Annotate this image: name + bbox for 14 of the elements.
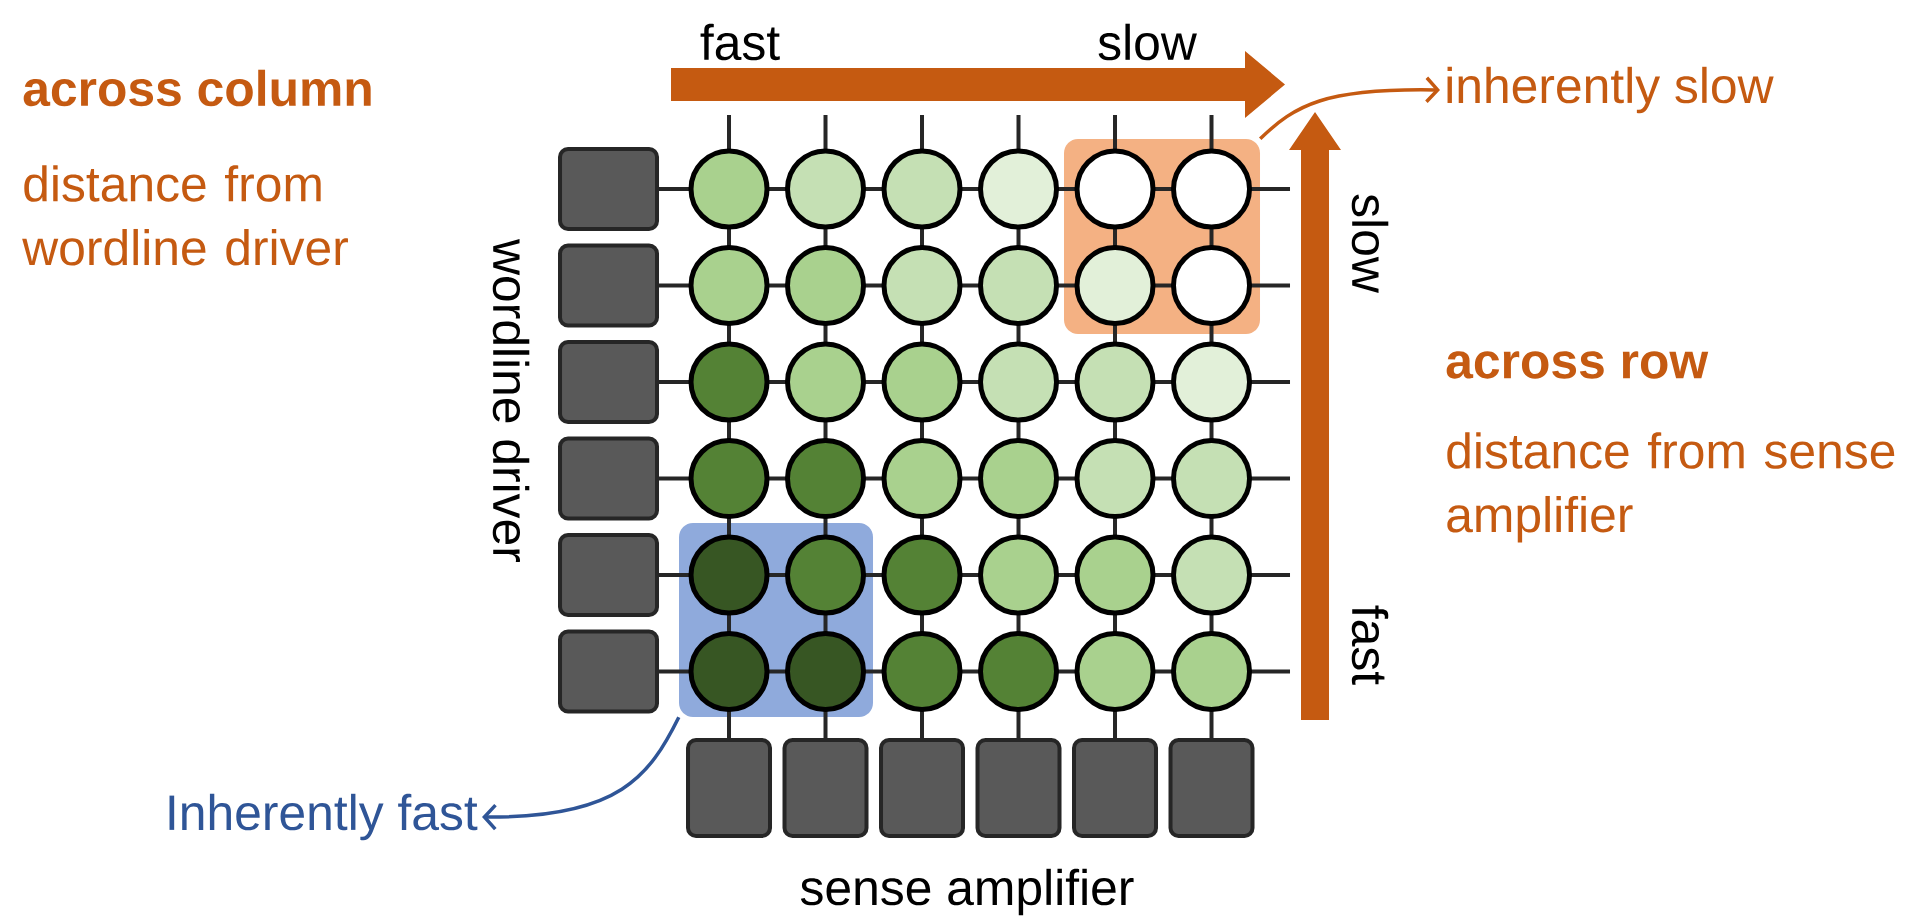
description-text: distance from sense amplifier (1447, 432, 1895, 543)
callout-text: Inherently fast (169, 793, 478, 841)
axis-label: fast (1351, 605, 1389, 685)
axis-label: sense amplifier (800, 868, 1134, 916)
axis-label: fast (700, 23, 780, 61)
leader-arrow (1259, 76, 1440, 141)
axis-label: wordline driver (492, 238, 530, 562)
heading: across row (1446, 351, 1709, 379)
axis-label: slow (1098, 23, 1197, 61)
callout-text: inherently slow (1447, 66, 1774, 114)
leader-arrow (482, 716, 681, 831)
description-text: distance from wordline driver (22, 165, 348, 266)
axis-label: slow (1351, 194, 1389, 293)
heading: across column (23, 69, 371, 107)
